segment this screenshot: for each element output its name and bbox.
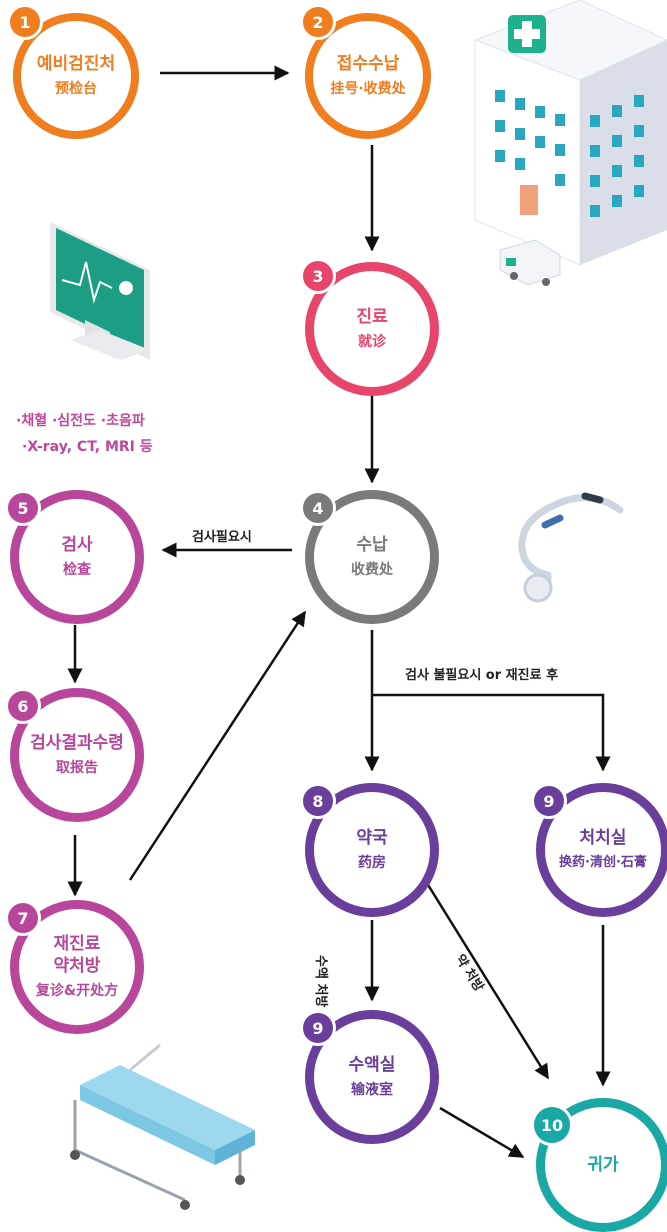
step-6-badge: 6: [5, 688, 41, 724]
step-4-badge: 4: [300, 490, 336, 526]
label-iv-rx: 수액 처방: [313, 955, 328, 1008]
step-9-treatment-badge: 9: [531, 783, 567, 819]
step-9-treatment-ko: 처치실: [579, 828, 627, 848]
step-6-zh: 取报告: [56, 760, 98, 776]
step-5-zh: 检查: [63, 562, 91, 578]
step-1-ko: 예비검진처: [36, 54, 116, 74]
arrow-7-to-4: [128, 610, 307, 881]
step-9-treatment-zh: 换药·清创·石膏: [559, 855, 647, 870]
step-9-iv-zh: 输液室: [351, 1082, 393, 1098]
step-4-node: 수납 收费处: [305, 490, 439, 624]
hospital-bed-icon: [70, 1043, 255, 1210]
step-8-ko: 약국: [356, 828, 388, 848]
exam-notes-line1: ·채혈 ·심전도 ·초음파: [16, 413, 145, 429]
step-5-ko: 검사: [61, 535, 93, 555]
arrow-iv-to-10: [439, 1106, 525, 1159]
arrow-split-to-9: [372, 693, 611, 772]
step-10-ko: 귀가: [587, 1155, 619, 1175]
step-7-zh: 复诊&开处方: [35, 983, 119, 999]
step-2-ko: 접수수납: [336, 54, 400, 74]
ambulance-icon: [499, 239, 561, 286]
step-3-zh: 就诊: [358, 334, 386, 350]
stethoscope-icon: [518, 492, 624, 603]
exam-notes-line2: ·X-ray, CT, MRI 등: [22, 439, 153, 455]
step-9-iv-node: 수액실 输液室: [305, 1010, 439, 1144]
step-4-zh: 收费处: [351, 562, 393, 578]
step-7-node: 재진료 약처방 复诊&开处方: [10, 900, 144, 1034]
label-no-exam: 검사 불필요시 or 재진료 후: [405, 668, 559, 683]
step-9-iv-ko: 수액실: [348, 1055, 396, 1075]
exam-notes: ·채혈 ·심전도 ·초음파 ·X-ray, CT, MRI 등: [16, 408, 153, 460]
step-5-badge: 5: [5, 490, 41, 526]
step-1-zh: 预检台: [55, 81, 97, 97]
ecg-monitor-icon: [50, 222, 150, 360]
step-7-badge: 7: [5, 900, 41, 936]
step-6-ko: 검사결과수령: [30, 733, 124, 753]
step-8-zh: 药房: [358, 855, 386, 871]
hospital-building-icon: [473, 0, 667, 266]
step-4-ko: 수납: [356, 535, 388, 555]
step-9-iv-badge: 9: [300, 1010, 336, 1046]
arrow-8-to-10: [423, 879, 550, 1080]
step-3-badge: 3: [300, 258, 336, 294]
step-7-ko: 재진료 약처방: [53, 934, 101, 976]
step-10-badge: 10: [531, 1104, 573, 1146]
step-2-zh: 挂号·收费处: [330, 81, 406, 97]
step-2-badge: 2: [300, 4, 336, 40]
step-1-badge: 1: [7, 4, 43, 40]
step-8-badge: 8: [300, 783, 336, 819]
step-8-node: 약국 药房: [305, 783, 439, 917]
label-exam-needed: 검사필요시: [192, 530, 252, 545]
step-3-node: 진료 就诊: [305, 262, 439, 396]
step-3-ko: 진료: [356, 307, 388, 327]
